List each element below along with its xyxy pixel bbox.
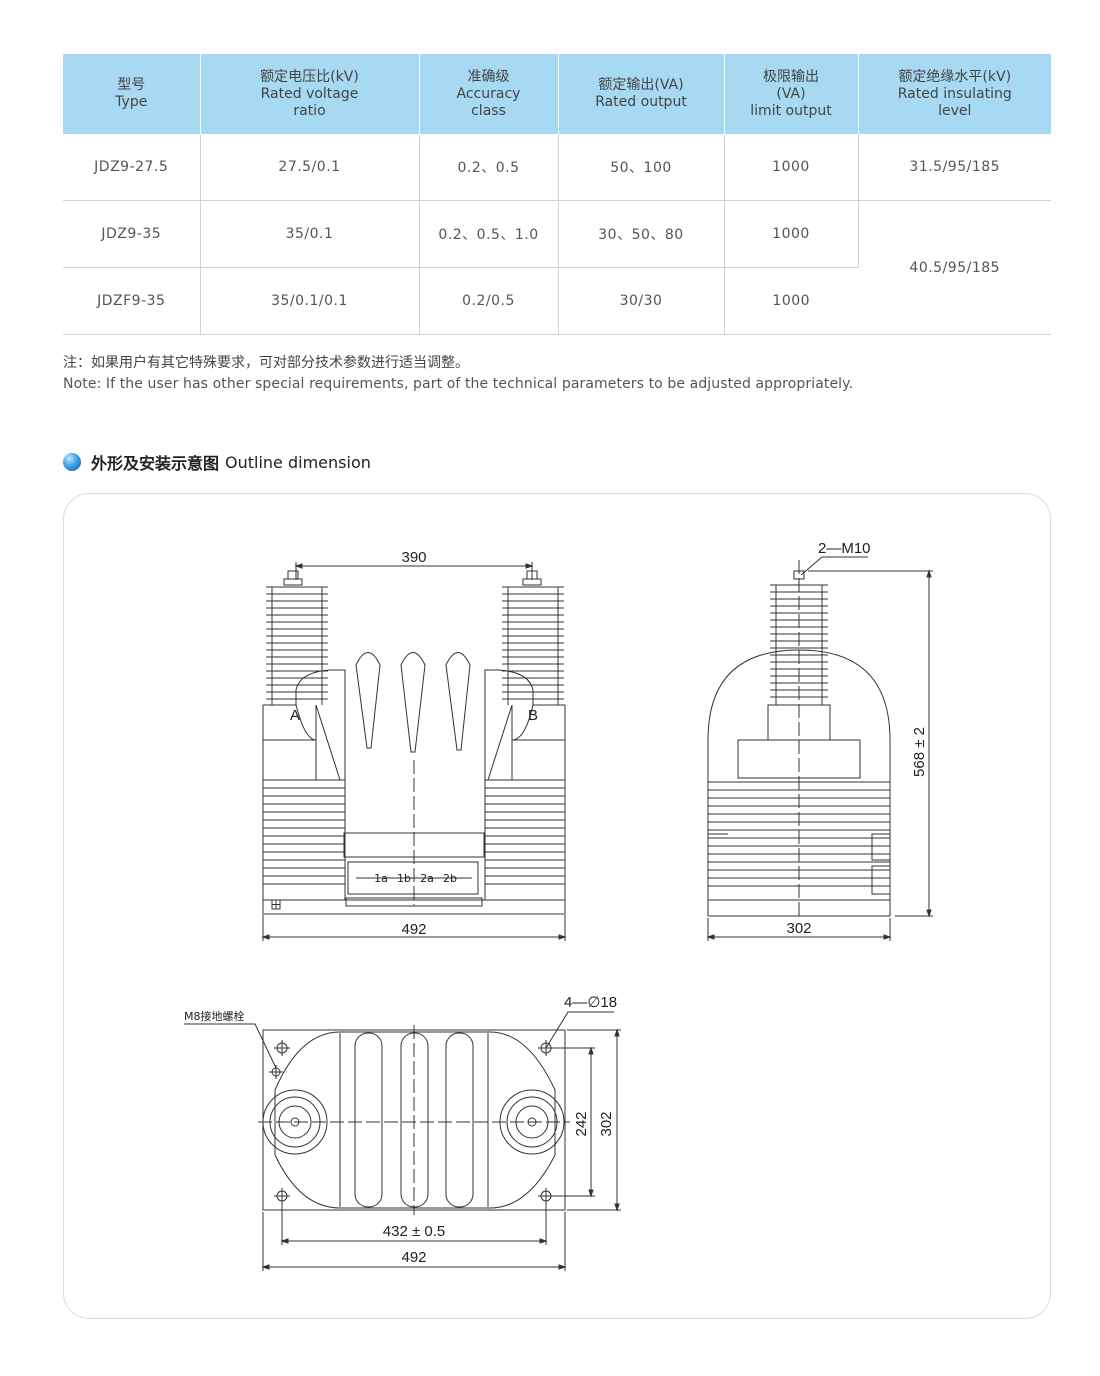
cell-rated-output: 30/30 [558, 267, 725, 335]
cell-type: JDZF9-35 [63, 267, 201, 335]
cell-type: JDZ9-35 [63, 200, 201, 268]
section-heading: 外形及安装示意图 Outline dimension [63, 451, 371, 473]
table-row: JDZF9-35 35/0.1/0.1 0.2/0.5 30/30 1000 [63, 267, 1051, 335]
side-thread-leader [800, 556, 868, 576]
plan-inner-height-label: 242 [573, 1111, 590, 1136]
cell-voltage-ratio: 27.5/0.1 [200, 134, 420, 201]
plan-outer-height-label: 302 [598, 1111, 615, 1136]
cell-rated-output: 50、100 [558, 134, 725, 201]
plan-dim-492 [261, 1212, 567, 1271]
front-bottom-dim-label: 492 [401, 921, 426, 938]
table-row: JDZ9-27.5 27.5/0.1 0.2、0.5 50、100 1000 3… [63, 134, 1051, 201]
front-cone-3 [445, 652, 471, 751]
cell-limit-output: 1000 [724, 200, 859, 268]
cell-accuracy: 0.2、0.5 [419, 134, 559, 201]
header-limit-output: 极限输出(VA)limit output [724, 54, 859, 134]
cell-insulating-level: 40.5/95/185 [858, 200, 1051, 335]
section-title-en: Outline dimension [225, 452, 371, 472]
section-title-cn: 外形及安装示意图 [91, 454, 220, 473]
front-cone-2 [400, 652, 426, 753]
side-dim-height [808, 569, 933, 918]
note-english: Note: If the user has other special requ… [63, 376, 854, 392]
plan-inner-width-label: 432 ± 0.5 [383, 1223, 445, 1240]
plan-outer-width-label: 492 [401, 1249, 426, 1266]
plan-holes-label: 4—∅18 [564, 994, 617, 1011]
terminal-label: 2b [443, 872, 457, 885]
cell-type: JDZ9-27.5 [63, 134, 201, 201]
side-dim-302 [706, 918, 892, 941]
front-right-insulator [502, 570, 564, 705]
drawing-frame [63, 493, 1051, 1319]
front-cone-1 [355, 652, 381, 749]
plan-ground-bolt-label: M8接地螺栓 [184, 1009, 245, 1023]
front-view [262, 570, 566, 915]
front-dim-492 [261, 915, 567, 941]
terminal-label: 2a [420, 872, 434, 885]
plan-dim-242 [552, 1046, 595, 1198]
plan-dim-432 [280, 1202, 548, 1245]
front-label-a: A [290, 707, 300, 724]
side-height-label: 568 ± 2 [911, 727, 928, 777]
plan-bolt-leader [184, 1023, 277, 1069]
header-rated-output: 额定输出(VA)Rated output [558, 54, 725, 134]
terminal-label: 1a [374, 872, 388, 885]
cell-limit-output: 1000 [724, 134, 859, 201]
plan-hole-leader [545, 1011, 614, 1049]
cell-voltage-ratio: 35/0.1/0.1 [200, 267, 420, 335]
front-top-dim-label: 390 [401, 549, 426, 566]
side-thread-label: 2—M10 [818, 540, 871, 557]
front-left-insulator [266, 570, 328, 705]
front-label-b: B [528, 707, 538, 724]
cell-limit-output: 1000 [724, 267, 858, 335]
note-chinese: 注：如果用户有其它特殊要求，可对部分技术参数进行适当调整。 [63, 355, 469, 371]
front-dim-390 [294, 562, 534, 580]
cell-voltage-ratio: 35/0.1 [200, 200, 420, 268]
table-row: JDZ9-35 35/0.1 0.2、0.5、1.0 30、50、80 1000… [63, 200, 1051, 335]
side-width-label: 302 [786, 920, 811, 937]
blue-ball-icon [63, 453, 81, 471]
plan-dim-302 [567, 1028, 621, 1212]
cell-rated-output: 30、50、80 [558, 200, 725, 268]
cell-accuracy: 0.2/0.5 [419, 267, 559, 335]
plan-view [258, 1025, 570, 1215]
cell-accuracy: 0.2、0.5、1.0 [419, 200, 559, 268]
cell-insulating-level: 31.5/95/185 [858, 134, 1051, 201]
terminal-label: 1b [397, 872, 411, 885]
side-view [707, 560, 891, 920]
